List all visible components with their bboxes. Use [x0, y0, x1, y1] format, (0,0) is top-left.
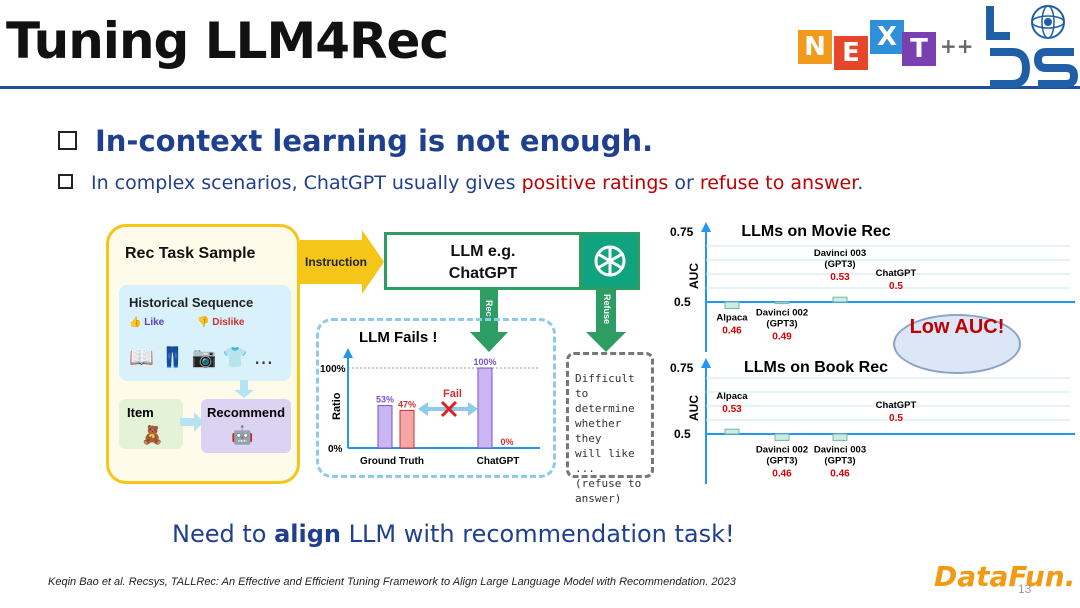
bar	[832, 296, 848, 303]
category-label: Davinci 002(GPT3)	[756, 444, 808, 466]
category-label: Alpaca	[716, 312, 748, 323]
bar	[377, 405, 393, 449]
data-label: 0.53	[722, 404, 742, 415]
title-divider	[0, 86, 1080, 89]
category-label: Davinci 002(GPT3)	[756, 308, 808, 330]
openai-icon	[594, 245, 626, 277]
alignment-note: Need to align LLM with recommendation ta…	[172, 520, 735, 548]
ytick-label: 0%	[328, 444, 343, 455]
low-auc-callout: Low AUC!	[893, 314, 1021, 374]
main-bullet: In-context learning is not enough.	[58, 124, 653, 158]
like-legend: 👍 Like	[129, 317, 165, 328]
bar	[774, 433, 790, 441]
rec-arrow-label: Rec	[484, 300, 494, 317]
data-label: 100%	[473, 357, 496, 367]
dislike-legend: 👎 Dislike	[197, 317, 245, 328]
history-recommend-arrow	[234, 380, 254, 398]
instruction-label: Instruction	[305, 255, 367, 269]
refuse-arrow	[586, 290, 626, 352]
bar	[774, 301, 790, 305]
data-label: 53%	[376, 395, 394, 405]
y-axis-arrow	[343, 348, 353, 358]
data-label: 0.46	[830, 468, 850, 479]
fail-label: Fail	[443, 388, 462, 400]
data-label: 47%	[398, 399, 416, 409]
checkbox-icon	[58, 130, 77, 150]
fail-arrow-head	[418, 402, 428, 416]
category-label: ChatGPT	[477, 456, 520, 467]
lds-logo	[986, 5, 1079, 88]
data-label: 0%	[500, 437, 513, 447]
y-axis-arrow	[701, 358, 711, 368]
x-mark-icon	[440, 400, 458, 418]
refuse-explanation-box: Difficult to determine whether they will…	[566, 352, 654, 505]
ytick-label: 100%	[320, 364, 346, 375]
llm-fails-title: LLM Fails !	[359, 329, 438, 346]
category-label: Alpaca	[716, 391, 748, 402]
data-label: 0.5	[889, 413, 903, 424]
historical-sequence-title: Historical Sequence	[129, 295, 254, 310]
ytick-label: 0.75	[670, 225, 694, 239]
data-label: 0.46	[722, 325, 742, 336]
data-label: 0.5	[889, 281, 903, 292]
sub-bullet: In complex scenarios, ChatGPT usually gi…	[58, 172, 863, 194]
llm-fails-panel: LLM Fails !	[316, 318, 556, 478]
item-recommend-arrow	[180, 412, 204, 432]
y-axis-label: AUC	[687, 263, 701, 289]
data-label: 0.53	[830, 272, 850, 283]
instruction-arrow	[300, 230, 384, 294]
y-axis-label: Ratio	[331, 392, 343, 420]
bar	[724, 301, 740, 309]
data-label: 0.49	[772, 332, 792, 343]
chart-title: LLMs on Book Rec	[744, 359, 888, 376]
fail-arrow-head	[468, 402, 478, 416]
rec-task-sample-panel: Rec Task Sample Historical Sequence 👍 Li…	[106, 224, 300, 484]
page-number: 13	[1018, 582, 1032, 596]
datafun-logo: DataFun.	[934, 560, 1076, 593]
category-label: Davinci 003(GPT3)	[814, 248, 866, 270]
recommend-box: Recommend🤖	[201, 399, 291, 453]
category-label: ChatGPT	[876, 268, 917, 279]
bar	[724, 428, 740, 435]
checkbox-icon	[58, 174, 73, 189]
category-label: Davinci 003(GPT3)	[814, 444, 866, 466]
history-items-row: 📖 👖 📷 👕 ...	[129, 345, 274, 369]
ytick-label: 0.5	[674, 295, 691, 309]
robot-icon: 🤖	[231, 425, 254, 445]
llm-box: LLM e.g. ChatGPT	[384, 232, 582, 290]
openai-logo	[580, 232, 640, 290]
teddy-bear-icon: 🧸	[141, 425, 164, 445]
ytick-label: 0.5	[674, 427, 691, 441]
ytick-label: 0.75	[670, 361, 694, 375]
refuse-arrow-label: Refuse	[602, 294, 612, 325]
chart-title: LLMs on Movie Rec	[741, 223, 890, 240]
category-label: Ground Truth	[360, 456, 424, 467]
bar	[832, 433, 848, 441]
y-axis-label: AUC	[687, 395, 701, 421]
bar	[399, 409, 415, 449]
rec-task-title: Rec Task Sample	[125, 245, 256, 262]
bar	[477, 367, 493, 449]
y-axis-arrow	[701, 222, 711, 232]
item-box: Item🧸	[119, 399, 183, 449]
rec-arrow	[470, 290, 508, 352]
data-label: 0.46	[772, 468, 792, 479]
category-label: ChatGPT	[876, 400, 917, 411]
page-title: Tuning LLM4Rec	[6, 12, 449, 70]
historical-sequence-box: Historical Sequence 👍 Like 👎 Dislike 📖 👖…	[119, 285, 291, 381]
citation: Keqin Bao et al. Recsys, TALLRec: An Eff…	[48, 576, 736, 588]
